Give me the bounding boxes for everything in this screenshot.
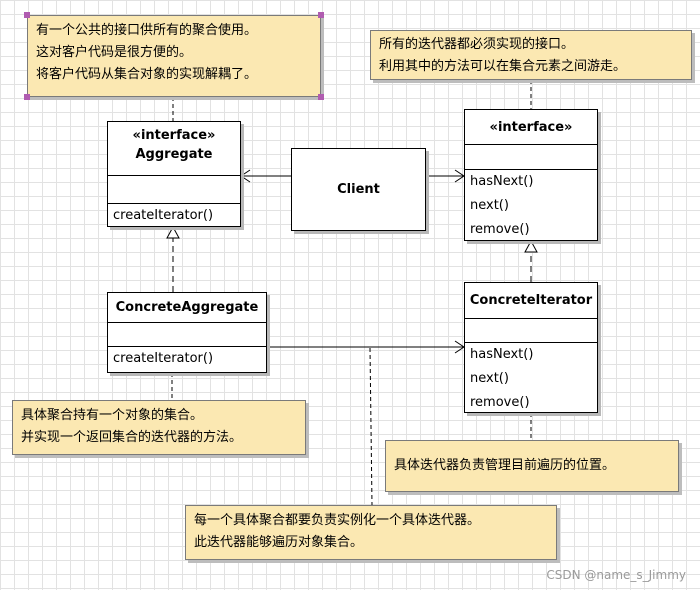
class-header: ConcreteAggregate — [108, 293, 266, 323]
note-line: 并实现一个返回集合的迭代器的方法。 — [21, 430, 243, 445]
class-name: ConcreteAggregate — [115, 300, 259, 315]
iterator-realization-arrowhead — [524, 239, 538, 253]
iterator-note: 所有的迭代器都必须实现的接口。 利用其中的方法可以在集合元素之间游走。 — [370, 30, 692, 80]
operations-compartment: hasNext() next() remove() — [465, 170, 597, 242]
note-line: 利用其中的方法可以在集合元素之间游走。 — [379, 59, 627, 74]
instantiation-note: 每一个具体聚合都要负责实例化一个具体迭代器。 此迭代器能够遍历对象集合。 — [185, 505, 557, 560]
note-line: 所有的迭代器都必须实现的接口。 — [379, 37, 575, 52]
concrete-aggregate-box[interactable]: ConcreteAggregate createIterator() — [107, 292, 267, 373]
operation-item: hasNext() — [470, 174, 534, 189]
attributes-compartment — [108, 323, 266, 347]
client-aggregate-arrowhead — [240, 169, 251, 183]
operations-compartment: createIterator() — [108, 347, 266, 371]
iterator-interface-box[interactable]: «interface» hasNext() next() remove() — [464, 109, 598, 241]
operation-item: hasNext() — [470, 347, 534, 362]
selection-handle[interactable] — [318, 94, 324, 100]
class-header: «interface» — [465, 110, 597, 145]
attributes-compartment — [465, 145, 597, 170]
aggregate-interface-box[interactable]: «interface» Aggregate createIterator() — [107, 121, 241, 227]
watermark: CSDN @name_s_Jimmy — [546, 568, 686, 582]
instantiation-note-anchor — [369, 347, 373, 506]
note-line: 有一个公共的接口供所有的聚合使用。 — [36, 23, 258, 38]
operation-item: remove() — [470, 222, 530, 237]
concrete-aggregate-note: 具体聚合持有一个对象的集合。 并实现一个返回集合的迭代器的方法。 — [12, 400, 306, 455]
aggregate-realization-arrowhead — [166, 225, 180, 239]
operations-compartment: createIterator() — [108, 204, 240, 228]
note-line: 具体聚合持有一个对象的集合。 — [21, 408, 204, 423]
note-line: 此迭代器能够遍历对象集合。 — [194, 535, 364, 550]
aggregate-note: 有一个公共的接口供所有的聚合使用。 这对客户代码是很方便的。 将客户代码从集合对… — [27, 15, 321, 97]
note-line: 具体迭代器负责管理目前遍历的位置。 — [394, 458, 616, 473]
note-line: 每一个具体聚合都要负责实例化一个具体迭代器。 — [194, 513, 481, 528]
class-header: ConcreteIterator — [465, 283, 597, 319]
selection-handle[interactable] — [24, 12, 30, 18]
selection-handle[interactable] — [318, 12, 324, 18]
class-header: «interface» Aggregate — [108, 122, 240, 176]
operation-item: next() — [470, 198, 509, 213]
operation-item: createIterator() — [113, 208, 214, 223]
operation-item: createIterator() — [113, 351, 214, 366]
attributes-compartment — [465, 319, 597, 343]
class-name: ConcreteIterator — [469, 293, 593, 308]
note-line: 这对客户代码是很方便的。 — [36, 45, 193, 60]
concrete-iterator-note: 具体迭代器负责管理目前遍历的位置。 — [385, 440, 679, 492]
class-name: Client — [337, 182, 380, 197]
client-box[interactable]: Client — [291, 148, 426, 231]
concrete-iterator-box[interactable]: ConcreteIterator hasNext() next() remove… — [464, 282, 598, 413]
operation-item: remove() — [470, 395, 530, 410]
selection-handle[interactable] — [24, 94, 30, 100]
stereotype-label: «interface» — [489, 120, 573, 135]
stereotype-label: «interface» — [132, 128, 216, 143]
operation-item: next() — [470, 371, 509, 386]
class-name: Aggregate — [135, 147, 213, 162]
operations-compartment: hasNext() next() remove() — [465, 343, 597, 415]
note-line: 将客户代码从集合对象的实现解耦了。 — [36, 67, 258, 82]
attributes-compartment — [108, 176, 240, 204]
